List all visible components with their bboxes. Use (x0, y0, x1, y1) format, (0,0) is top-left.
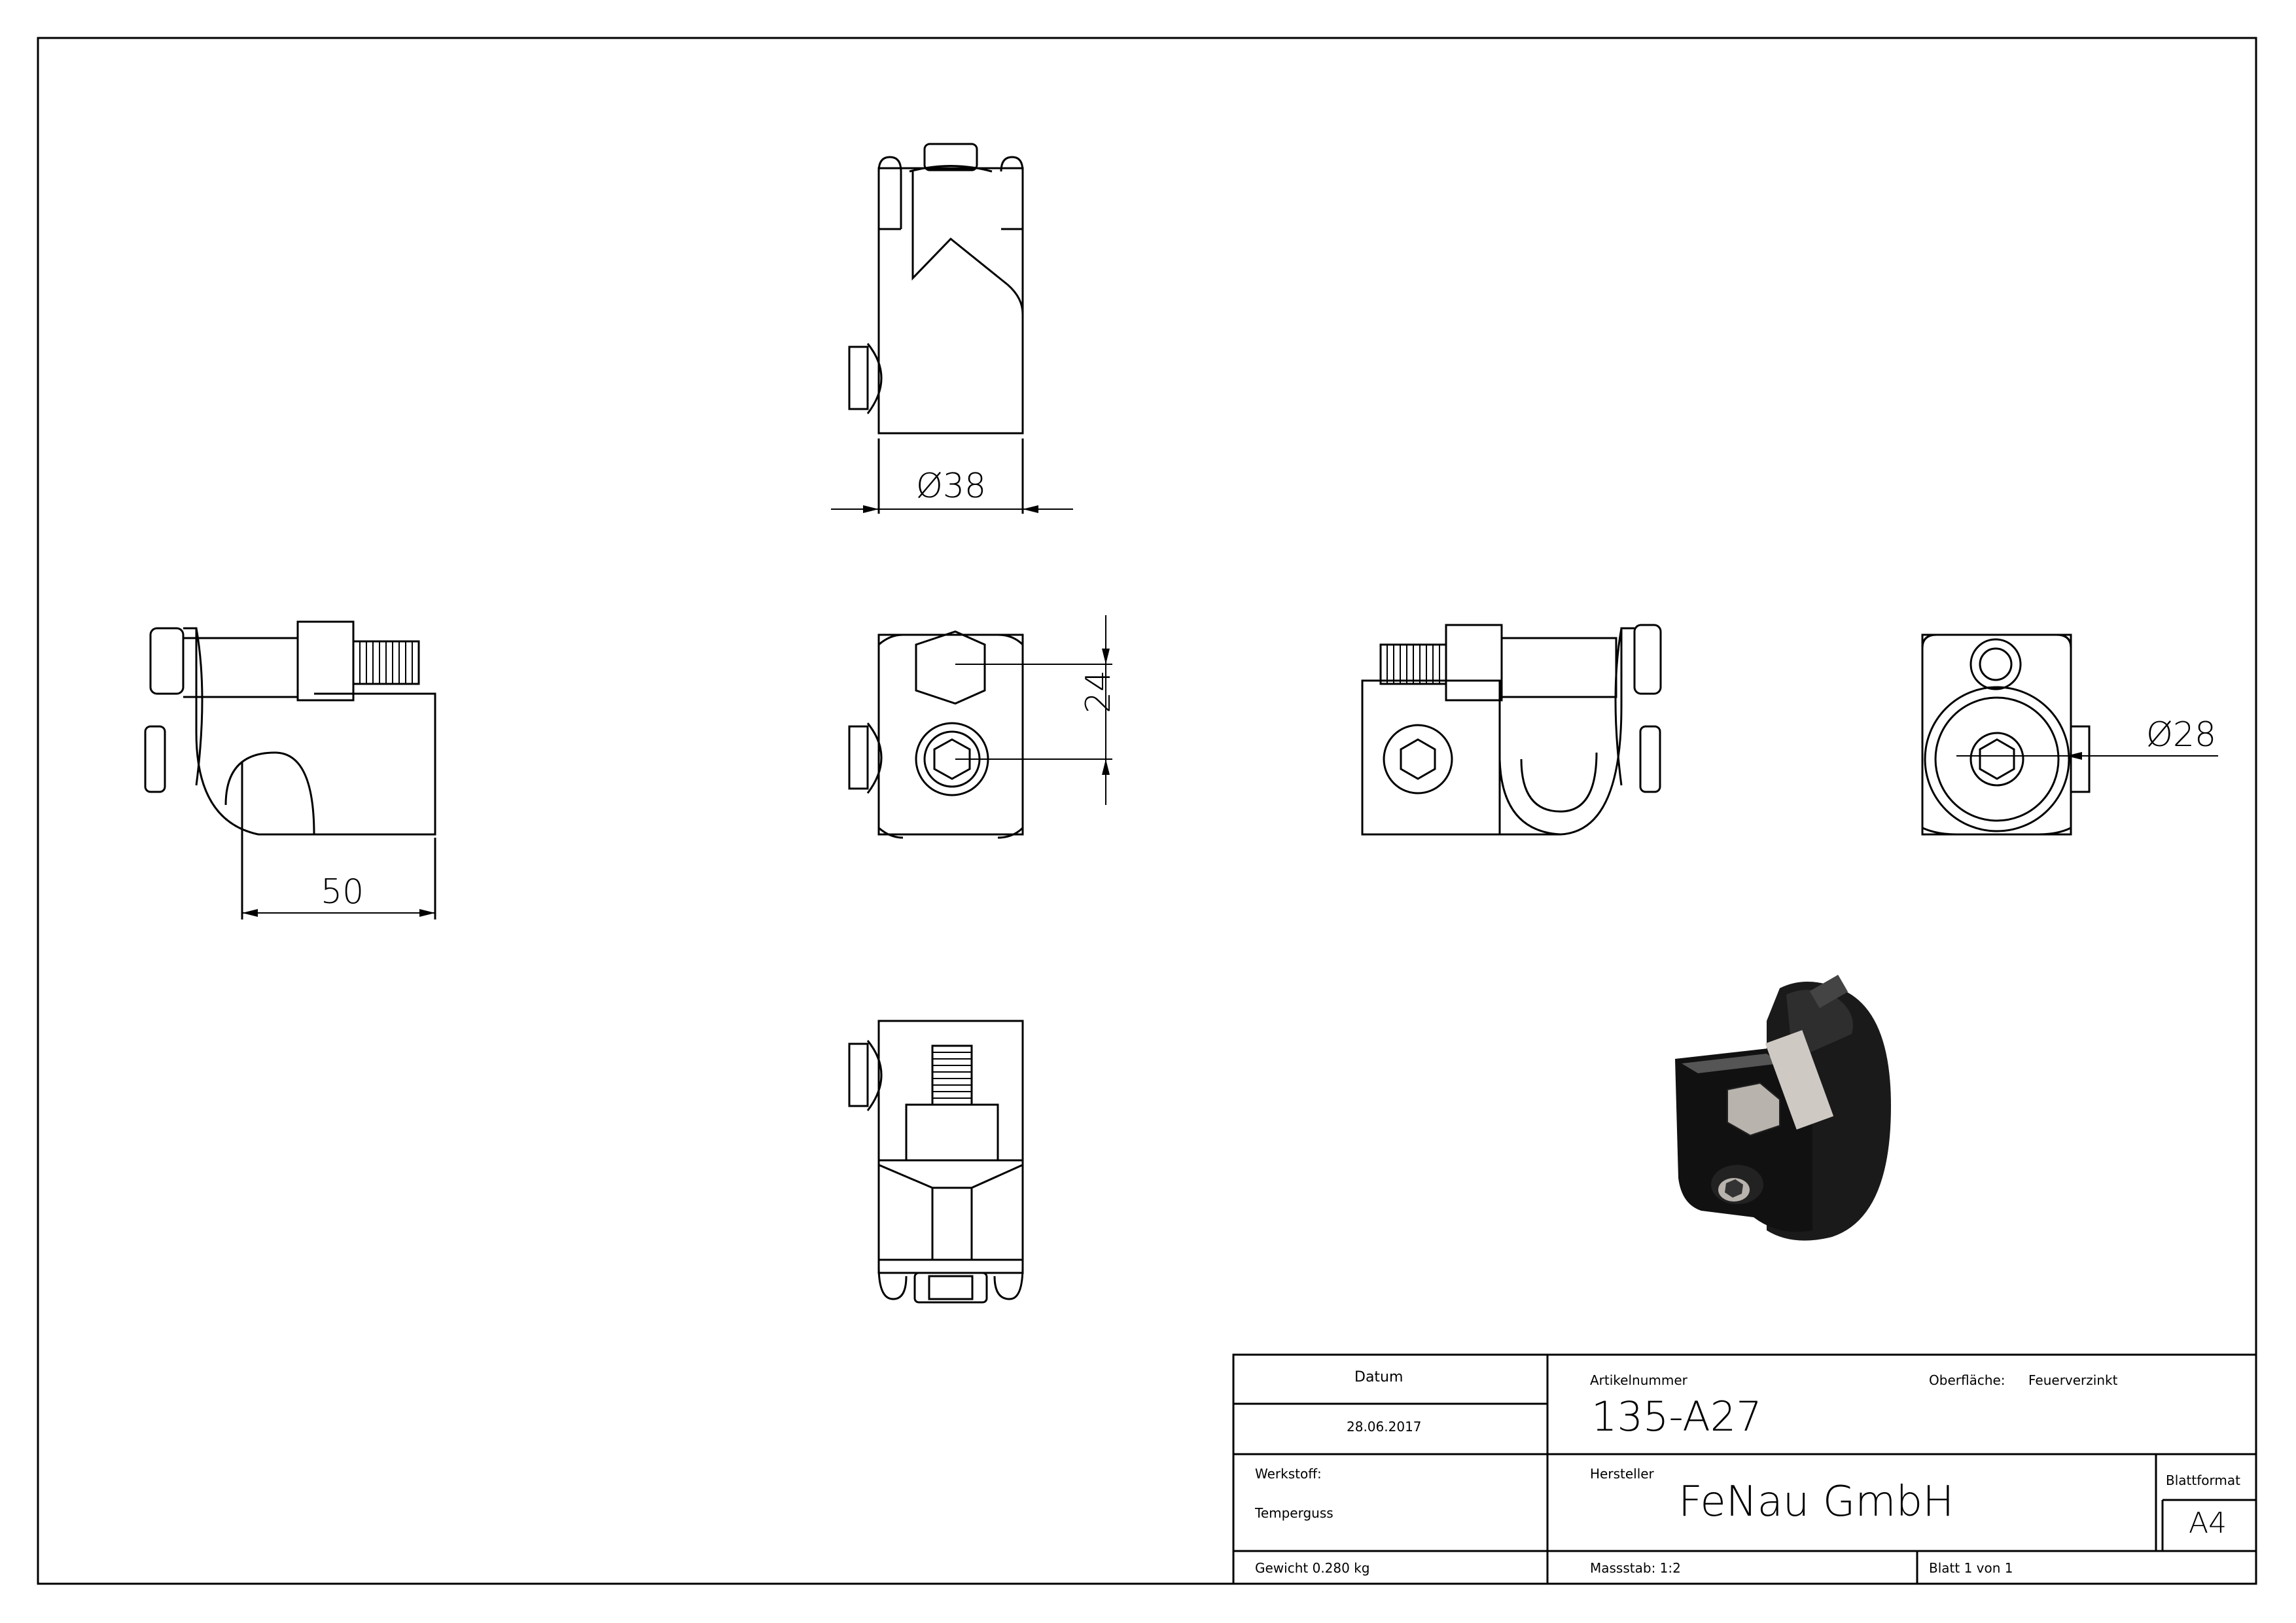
side-view-left (144, 620, 436, 919)
side-view-right (1361, 624, 1662, 836)
datum-value: 28.06.2017 (1347, 1419, 1422, 1435)
title-block (1232, 1353, 2257, 1585)
oberflaeche-value: Feuerverzinkt (2028, 1372, 2118, 1388)
gewicht-label: Gewicht 0.280 kg (1255, 1560, 1370, 1576)
blattformat-label: Blattformat (2166, 1472, 2240, 1488)
datum-label: Datum (1354, 1369, 1404, 1385)
end-view (1921, 633, 2218, 836)
sheet-border (37, 37, 2257, 1585)
blatt-label: Blatt 1 von 1 (1929, 1560, 2013, 1576)
hersteller-label: Hersteller (1590, 1466, 1654, 1482)
massstab-label: Massstab: 1:2 (1590, 1560, 1681, 1576)
werkstoff-label: Werkstoff: (1255, 1466, 1322, 1482)
dim-side-width: 50 (321, 872, 364, 912)
blattformat-value: A4 (2189, 1507, 2227, 1540)
dim-end-diameter: Ø28 (2146, 715, 2216, 755)
artikelnummer-value: 135-A27 (1591, 1393, 1762, 1440)
bottom-view (848, 1020, 1024, 1304)
artikelnummer-label: Artikelnummer (1590, 1372, 1687, 1388)
hersteller-value: FeNau GmbH (1678, 1478, 1954, 1526)
dim-front-spacing: 24 (1079, 670, 1118, 713)
dim-top-diameter: Ø38 (916, 467, 986, 506)
werkstoff-value: Temperguss (1255, 1505, 1333, 1521)
front-view (848, 615, 1112, 839)
isometric-view (1675, 974, 1891, 1241)
oberflaeche-label: Oberfläche: (1929, 1372, 2005, 1388)
top-view (831, 143, 1073, 514)
